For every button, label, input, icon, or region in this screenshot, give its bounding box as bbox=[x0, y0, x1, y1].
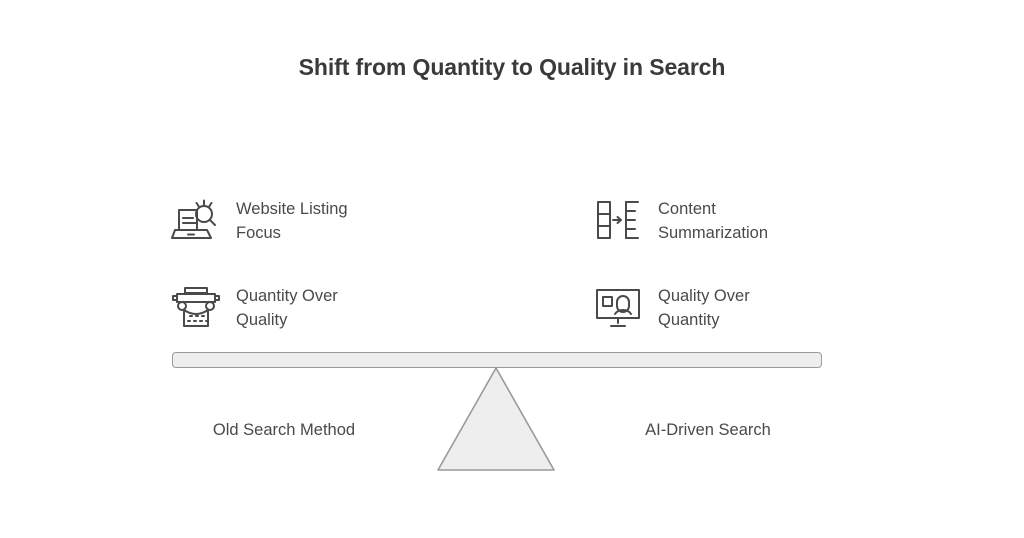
balance-fulcrum bbox=[436, 366, 556, 472]
feature-label-quantity-over-quality: Quantity Over Quality bbox=[236, 286, 338, 330]
typewriter-icon bbox=[171, 284, 221, 332]
feature-quantity-over-quality: Quantity Over Quality bbox=[170, 283, 338, 333]
laptop-search-icon-container bbox=[170, 196, 222, 246]
feature-label-website-listing-focus: Website Listing Focus bbox=[236, 199, 348, 243]
document-summarize-arrow-icon-container bbox=[592, 196, 644, 246]
fulcrum-triangle-shape bbox=[437, 367, 555, 471]
feature-quality-over-quantity: Quality Over Quantity bbox=[592, 283, 750, 333]
base-label-ai-driven-search: AI-Driven Search bbox=[645, 421, 771, 439]
laptop-search-icon bbox=[171, 197, 221, 245]
feature-label-quality-over-quantity: Quality Over Quantity bbox=[658, 286, 750, 330]
base-label-old-search-method: Old Search Method bbox=[212, 421, 356, 439]
document-summarize-arrow-icon bbox=[593, 197, 643, 245]
page-title: Shift from Quantity to Quality in Search bbox=[298, 54, 726, 80]
typewriter-icon-container bbox=[170, 283, 222, 333]
feature-label-content-summarization: Content Summarization bbox=[658, 199, 769, 243]
balance-beam bbox=[172, 352, 822, 368]
monitor-person-icon bbox=[593, 284, 643, 332]
feature-website-listing-focus: Website Listing Focus bbox=[170, 196, 348, 246]
monitor-person-icon-container bbox=[592, 283, 644, 333]
feature-content-summarization: Content Summarization bbox=[592, 196, 768, 246]
